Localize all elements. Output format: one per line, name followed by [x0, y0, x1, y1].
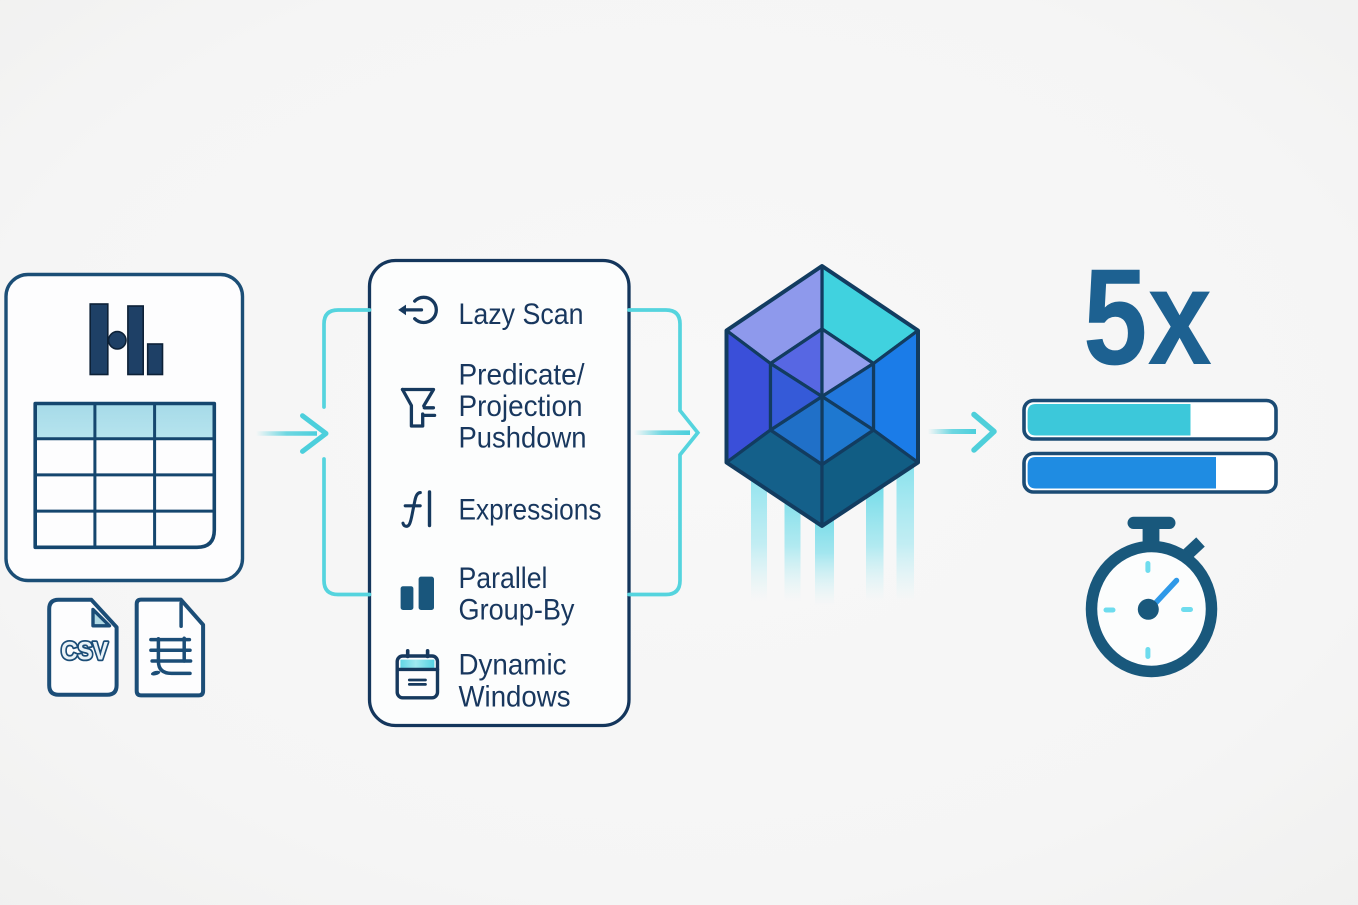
svg-text:Dynamic: Dynamic	[459, 649, 567, 682]
svg-text:Expressions: Expressions	[459, 494, 602, 527]
svg-text:Parallel: Parallel	[459, 562, 548, 595]
svg-text:Pushdown: Pushdown	[459, 422, 587, 455]
svg-text:Lazy Scan: Lazy Scan	[459, 298, 584, 331]
svg-text:Windows: Windows	[459, 681, 571, 714]
svg-text:CSV: CSV	[61, 638, 108, 666]
svg-text:Projection: Projection	[459, 390, 583, 423]
svg-text:5x: 5x	[1083, 241, 1212, 394]
svg-text:Predicate/: Predicate/	[459, 359, 586, 392]
svg-text:Group-By: Group-By	[459, 594, 575, 627]
